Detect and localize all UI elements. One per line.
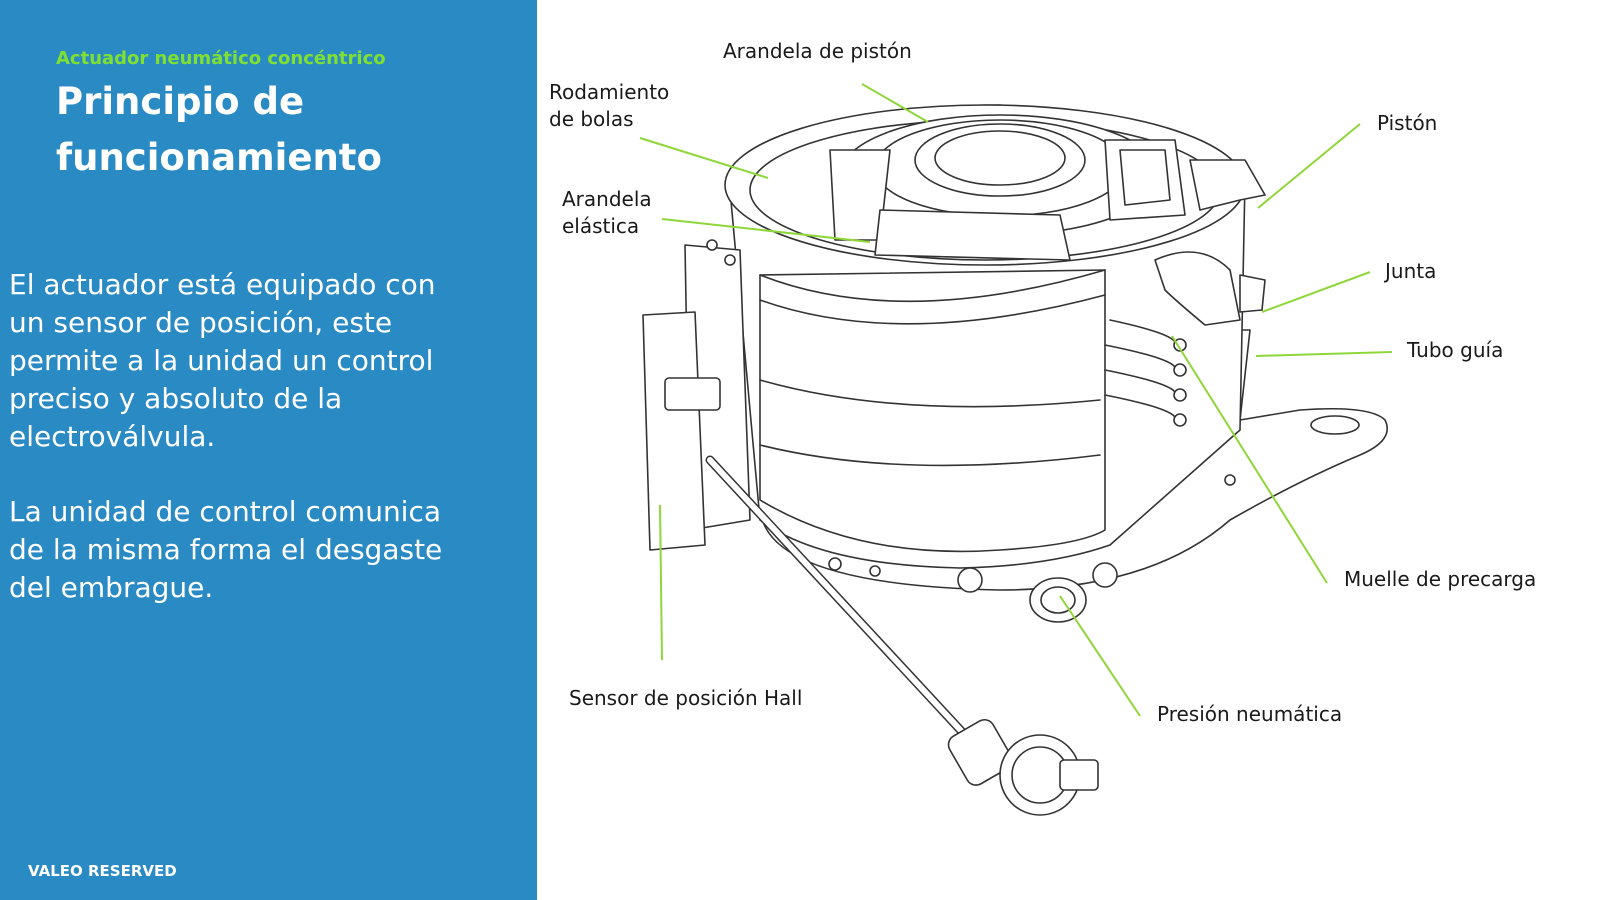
sensor-connector — [947, 718, 1099, 816]
footer-classification: VALEO RESERVED — [28, 862, 177, 880]
inner-cylinder — [759, 269, 1106, 553]
label-piston: Pistón — [1377, 111, 1438, 135]
actuator-illustration — [639, 83, 1393, 816]
label-presion: Presión neumática — [1157, 702, 1343, 726]
leader-piston — [1257, 123, 1361, 209]
leader-arandela-piston — [861, 83, 929, 123]
leader-tubo-guia — [1255, 351, 1393, 357]
flange-slot — [1310, 415, 1360, 435]
leader-muelle — [1171, 335, 1328, 584]
pneumatic-port — [957, 562, 1118, 623]
leader-lines — [639, 83, 1393, 717]
actuator-diagram: Arandela de pistón Rodamiento de bolas P… — [537, 0, 1600, 900]
leader-rodamiento — [639, 137, 769, 179]
label-arandela-piston: Arandela de pistón — [723, 39, 912, 63]
leader-presion — [1059, 595, 1141, 717]
leader-junta — [1261, 271, 1371, 313]
info-panel: Actuador neumático concéntrico Principio… — [0, 0, 537, 900]
label-tubo-guia: Tubo guía — [1407, 338, 1504, 362]
slide-kicker: Actuador neumático concéntrico — [56, 48, 386, 69]
label-muelle: Muelle de precarga — [1344, 567, 1537, 591]
label-arandela-elastica: Arandela elástica — [562, 187, 652, 238]
description-paragraph-2: La unidad de control comunica de la mism… — [9, 495, 443, 604]
spring-coil-ends — [1173, 338, 1187, 427]
leader-sensor — [659, 504, 663, 661]
description-paragraph-1: El actuador está equipado con un sensor … — [9, 268, 436, 453]
seal — [1154, 251, 1241, 326]
leader-arandela-elastica — [661, 218, 871, 243]
label-junta: Junta — [1385, 259, 1437, 283]
label-rodamiento: Rodamiento de bolas — [549, 80, 670, 131]
label-sensor: Sensor de posición Hall — [569, 686, 803, 710]
slide-title: Principio de funcionamiento — [56, 80, 382, 179]
